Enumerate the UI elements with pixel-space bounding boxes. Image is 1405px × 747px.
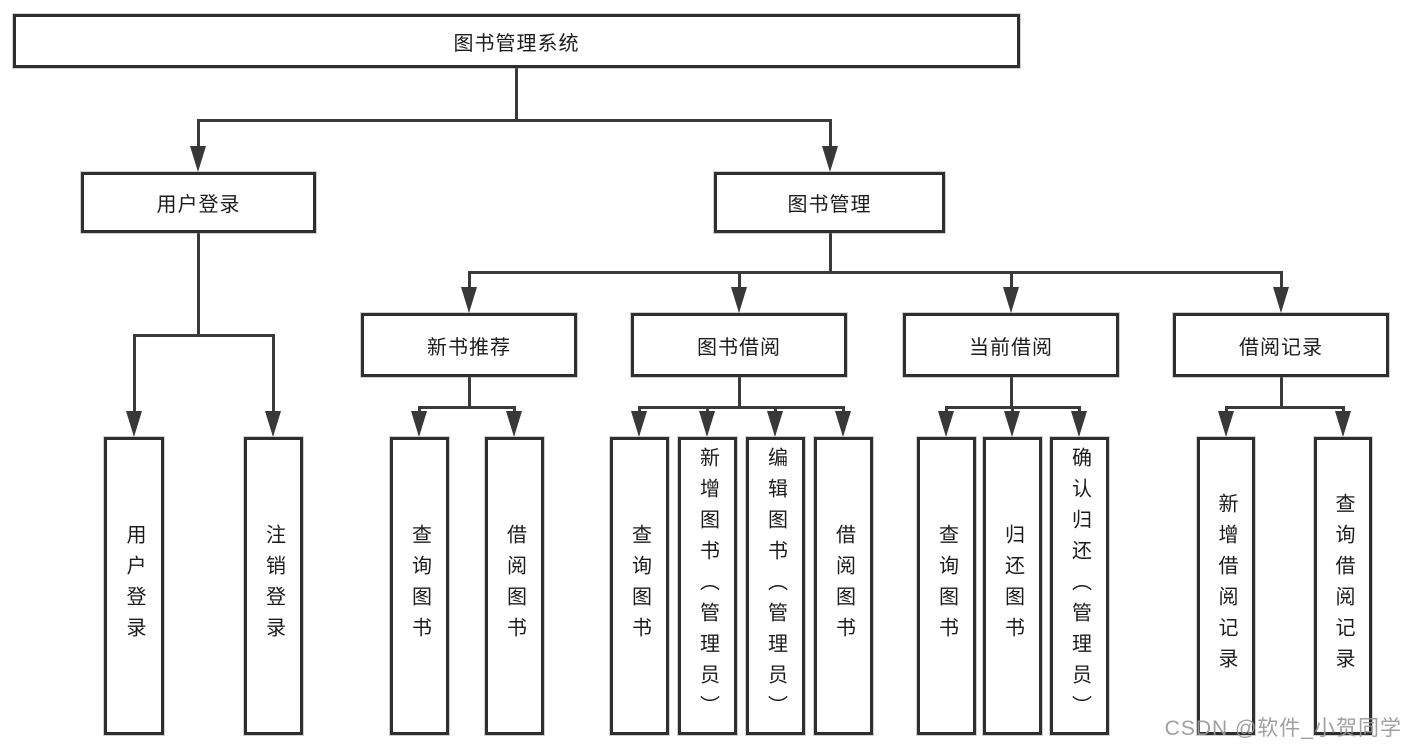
node-label: 借阅图书 xyxy=(503,524,526,648)
arrow-down-icon xyxy=(505,411,522,437)
node-label: 归还图书 xyxy=(1001,524,1024,648)
node-leaf-logout: 注销登录 xyxy=(244,437,303,735)
arrow-down-icon xyxy=(937,411,954,437)
connector-line xyxy=(196,120,200,150)
node-leaf-query-book-1: 查询图书 xyxy=(390,437,449,735)
connector-line xyxy=(467,377,471,407)
connector-line xyxy=(1279,272,1283,291)
node-label: 借阅图书 xyxy=(832,524,855,648)
connector-line xyxy=(828,233,832,272)
node-leaf-add-record: 新增借阅记录 xyxy=(1197,437,1255,735)
connector-line xyxy=(1279,377,1283,407)
connector-line xyxy=(828,120,832,150)
node-leaf-borrow-book-2: 借阅图书 xyxy=(814,437,873,735)
node-user-login: 用户登录 xyxy=(81,172,316,233)
node-leaf-query-book-3: 查询图书 xyxy=(917,437,976,735)
connector-line xyxy=(1009,377,1013,407)
node-label: 查询图书 xyxy=(408,524,431,648)
connector-line xyxy=(467,272,471,291)
connector-line xyxy=(196,233,200,335)
node-label: 确认归还（管理员） xyxy=(1068,446,1091,726)
arrow-down-icon xyxy=(834,411,851,437)
connector-line xyxy=(417,405,516,409)
arrow-down-icon xyxy=(821,146,838,172)
node-label: 用户登录 xyxy=(156,194,241,216)
node-label: 注销登录 xyxy=(262,524,285,648)
arrow-down-icon xyxy=(698,411,715,437)
connector-line xyxy=(514,68,518,120)
node-label: 查询借阅记录 xyxy=(1332,493,1354,679)
node-leaf-borrow-book-1: 借阅图书 xyxy=(485,437,544,735)
arrow-down-icon xyxy=(125,411,142,437)
node-label: 新增借阅记录 xyxy=(1215,493,1237,679)
node-leaf-confirm-return: 确认归还（管理员） xyxy=(1050,437,1109,735)
node-leaf-return-book: 归还图书 xyxy=(983,437,1042,735)
arrow-down-icon xyxy=(1003,411,1020,437)
node-book-borrowing: 图书借阅 xyxy=(631,313,847,377)
node-label: 查询图书 xyxy=(935,524,958,648)
node-label: 新书推荐 xyxy=(427,336,511,359)
node-current-borrowing: 当前借阅 xyxy=(903,313,1119,377)
connector-line xyxy=(1224,405,1345,409)
node-label: 查询图书 xyxy=(628,524,651,648)
arrow-down-icon xyxy=(189,146,206,172)
node-leaf-add-book: 新增图书（管理员） xyxy=(678,437,737,735)
node-label: 用户登录 xyxy=(123,524,145,648)
connector-line xyxy=(737,377,741,407)
node-borrowing-records: 借阅记录 xyxy=(1173,313,1389,377)
node-label: 图书借阅 xyxy=(697,336,781,359)
arrow-down-icon xyxy=(1217,411,1234,437)
node-leaf-query-book-2: 查询图书 xyxy=(610,437,669,735)
connector-line xyxy=(1009,272,1013,291)
connector-line xyxy=(132,335,136,415)
node-book-management: 图书管理 xyxy=(714,172,945,233)
node-label: 借阅记录 xyxy=(1239,336,1323,359)
arrow-down-icon xyxy=(1334,411,1351,437)
arrow-down-icon xyxy=(1272,287,1289,313)
connector-line xyxy=(467,270,1283,274)
node-leaf-edit-book: 编辑图书（管理员） xyxy=(746,437,805,735)
node-root: 图书管理系统 xyxy=(13,14,1020,68)
node-label: 编辑图书（管理员） xyxy=(764,446,787,726)
node-leaf-user-login: 用户登录 xyxy=(104,437,164,735)
arrow-down-icon xyxy=(730,287,747,313)
node-label: 图书管理系统 xyxy=(453,32,580,55)
arrow-down-icon xyxy=(1002,287,1019,313)
node-label: 当前借阅 xyxy=(969,336,1053,359)
connector-line xyxy=(271,335,275,415)
connector-line xyxy=(737,272,741,291)
arrow-down-icon xyxy=(264,411,281,437)
node-label: 新增图书（管理员） xyxy=(696,446,719,726)
arrow-down-icon xyxy=(410,411,427,437)
connector-line xyxy=(196,118,832,122)
connector-line xyxy=(637,405,845,409)
node-leaf-query-record: 查询借阅记录 xyxy=(1314,437,1372,735)
connector-line xyxy=(132,333,275,337)
node-new-book-recommend: 新书推荐 xyxy=(361,313,577,377)
csdn-watermark: CSDN @软件_小贺同学 xyxy=(1164,717,1402,740)
node-label: 图书管理 xyxy=(787,194,872,216)
arrow-down-icon xyxy=(766,411,783,437)
arrow-down-icon xyxy=(1070,411,1087,437)
arrow-down-icon xyxy=(630,411,647,437)
arrow-down-icon xyxy=(460,287,477,313)
